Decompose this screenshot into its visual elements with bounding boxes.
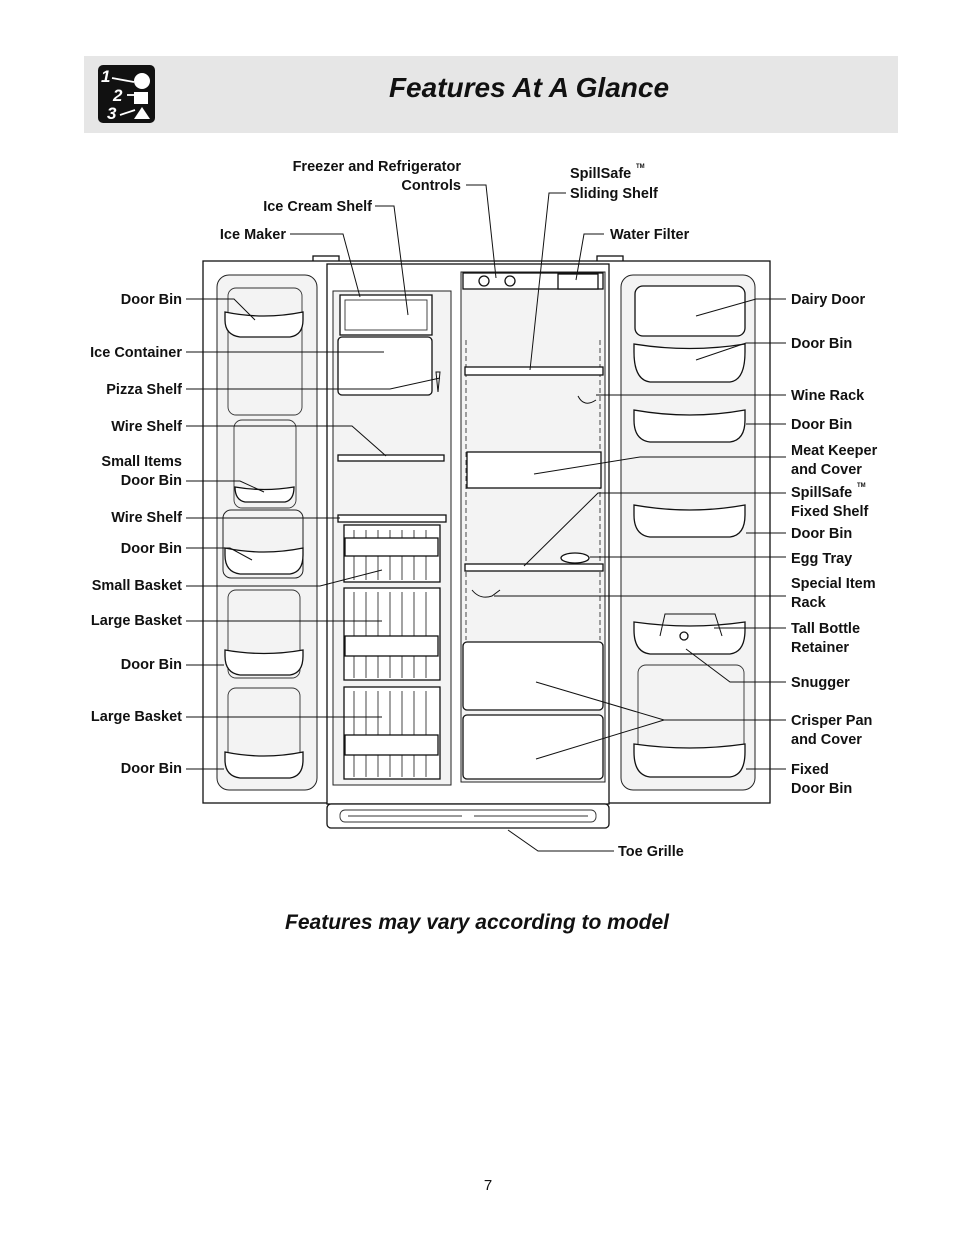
header-band: 1 2 3 Features At A Glance bbox=[84, 56, 898, 133]
label-right-door-bin-1: Door Bin bbox=[791, 336, 852, 352]
freezer-compartment bbox=[332, 290, 452, 786]
label-water-filter: Water Filter bbox=[610, 227, 690, 243]
fresh-food-compartment bbox=[460, 271, 606, 783]
freezer-door bbox=[216, 274, 318, 791]
label-spillsafe-fixed-tm: TM bbox=[857, 483, 866, 489]
label-left-door-bin-3: Door Bin bbox=[121, 657, 182, 673]
label-right-door-bin-3: Door Bin bbox=[791, 526, 852, 542]
label-right-door-bin-2: Door Bin bbox=[791, 417, 852, 433]
footnote: Features may vary according to model bbox=[285, 911, 669, 934]
label-small-items-2: Door Bin bbox=[121, 473, 182, 489]
refrigerator-door bbox=[620, 274, 756, 791]
label-spillsafe-fixed-1: SpillSafe bbox=[791, 485, 852, 501]
label-toe-grille: Toe Grille bbox=[618, 844, 684, 860]
label-spillsafe-sliding-1: SpillSafe bbox=[570, 166, 631, 182]
label-spillsafe-sliding-tm: TM bbox=[636, 164, 645, 170]
steps-123-icon: 1 2 3 bbox=[98, 65, 155, 123]
label-pizza-shelf: Pizza Shelf bbox=[106, 382, 182, 398]
label-spillsafe-sliding-2: Sliding Shelf bbox=[570, 186, 658, 202]
icon-number-3: 3 bbox=[107, 104, 117, 123]
label-tall-bottle-retainer-1: Tall Bottle bbox=[791, 621, 860, 637]
label-freezer-refrigerator-controls-2: Controls bbox=[401, 178, 461, 194]
label-ice-container: Ice Container bbox=[90, 345, 182, 361]
label-large-basket-2: Large Basket bbox=[91, 709, 182, 725]
label-small-basket: Small Basket bbox=[92, 578, 182, 594]
label-ice-cream-shelf: Ice Cream Shelf bbox=[263, 199, 372, 215]
label-dairy-door: Dairy Door bbox=[791, 292, 865, 308]
label-freezer-refrigerator-controls-1: Freezer and Refrigerator bbox=[293, 159, 462, 175]
label-fixed-door-bin-2: Door Bin bbox=[791, 781, 852, 797]
label-crisper-pan-1: Crisper Pan bbox=[791, 713, 872, 729]
label-wire-shelf-2: Wire Shelf bbox=[111, 510, 182, 526]
page-number: 7 bbox=[483, 1177, 493, 1194]
label-left-door-bin-1: Door Bin bbox=[121, 292, 182, 308]
label-wire-shelf-1: Wire Shelf bbox=[111, 419, 182, 435]
label-large-basket-1: Large Basket bbox=[91, 613, 182, 629]
label-left-door-bin-2: Door Bin bbox=[121, 541, 182, 557]
label-meat-keeper-1: Meat Keeper bbox=[791, 443, 878, 459]
label-meat-keeper-2: and Cover bbox=[791, 462, 862, 478]
refrigerator-diagram: Freezer and Refrigerator Controls Ice Cr… bbox=[90, 159, 878, 860]
toe-grille bbox=[326, 803, 610, 829]
label-tall-bottle-retainer-2: Retainer bbox=[791, 640, 849, 656]
label-egg-tray: Egg Tray bbox=[791, 551, 852, 567]
label-spillsafe-fixed-2: Fixed Shelf bbox=[791, 504, 869, 520]
label-special-item-rack-1: Special Item bbox=[791, 576, 876, 592]
label-left-door-bin-4: Door Bin bbox=[121, 761, 182, 777]
label-wine-rack: Wine Rack bbox=[791, 388, 865, 404]
label-snugger: Snugger bbox=[791, 675, 850, 691]
label-crisper-pan-2: and Cover bbox=[791, 732, 862, 748]
icon-number-2: 2 bbox=[112, 86, 123, 105]
icon-number-1: 1 bbox=[101, 67, 110, 86]
page-title: Features At A Glance bbox=[388, 72, 670, 103]
label-small-items-1: Small Items bbox=[101, 454, 182, 470]
leader-lines bbox=[186, 184, 786, 852]
label-special-item-rack-2: Rack bbox=[791, 595, 827, 611]
label-fixed-door-bin-1: Fixed bbox=[791, 762, 829, 778]
label-ice-maker: Ice Maker bbox=[220, 227, 286, 243]
